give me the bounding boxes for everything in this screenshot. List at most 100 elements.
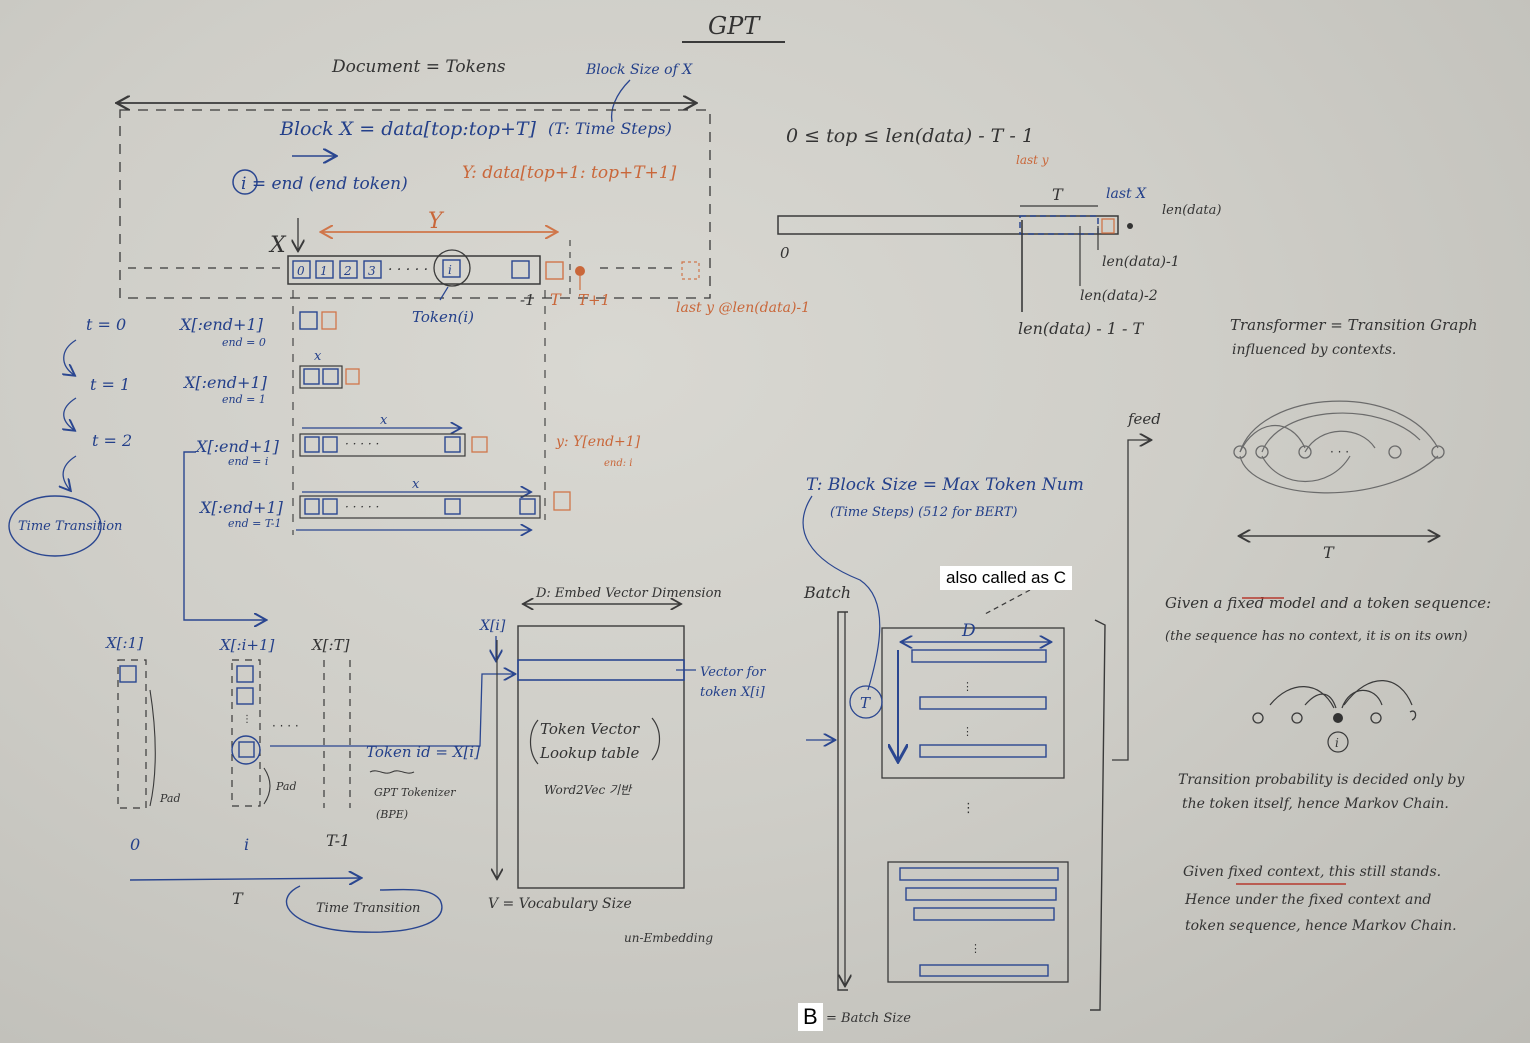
feed-label: feed bbox=[1127, 410, 1161, 428]
batch-sample-bottom bbox=[887, 861, 1069, 983]
data-bar-start-label: 0 bbox=[780, 244, 790, 262]
token-1-box bbox=[315, 260, 334, 279]
row-i-end-label: end = i bbox=[228, 455, 268, 468]
svg-text:· · ·: · · · bbox=[1330, 445, 1349, 459]
token-T-box bbox=[545, 261, 564, 280]
no-context-text: (the sequence has no context, it is on i… bbox=[1165, 629, 1468, 644]
token-1-label: 1 bbox=[320, 264, 328, 278]
row-T-target-token bbox=[553, 491, 571, 511]
row-i-ellipsis: · · · · · bbox=[345, 437, 379, 451]
top-range-constraint: 0 ≤ top ≤ len(data) - T - 1 bbox=[786, 125, 1034, 147]
row-to-column-connector bbox=[183, 451, 265, 620]
last-x-label: last X bbox=[1106, 186, 1147, 202]
column-0-frame bbox=[117, 659, 147, 809]
column-index-T-minus-1: T-1 bbox=[326, 831, 350, 850]
len-data-minus-1-minus-T-label: len(data) - 1 - T bbox=[1018, 319, 1144, 338]
row-i-slice-label: X[:end+1] bbox=[194, 437, 280, 456]
also-called-pointer bbox=[984, 589, 1031, 615]
batch-row-2 bbox=[919, 696, 1047, 710]
token-i-caption-pointer bbox=[439, 286, 449, 301]
vocabulary-size-label: V = Vocabulary Size bbox=[488, 896, 632, 912]
block-size-definition: T: Block Size = Max Token Num bbox=[806, 475, 1084, 495]
embed-dimension-label: D: Embed Vector Dimension bbox=[535, 586, 722, 601]
column-x-i-plus-1-label: X[:i+1] bbox=[219, 636, 274, 654]
end-i-note: end: i bbox=[604, 458, 633, 469]
end-token-definition: i = end (end token) bbox=[241, 174, 408, 194]
index-minus-1-label: -1 bbox=[520, 291, 535, 309]
column-i-highlight-circle bbox=[231, 735, 261, 765]
markov-chain-sketch bbox=[1252, 680, 1417, 753]
time-step-1-label: t = 1 bbox=[90, 375, 130, 394]
end-token-circle bbox=[232, 169, 258, 195]
token-3-label: 3 bbox=[368, 264, 376, 278]
batch-D-label: D bbox=[961, 621, 976, 641]
row-i-token-1 bbox=[322, 436, 338, 453]
column-x-1-label: X[:1] bbox=[105, 634, 143, 652]
column-x-T-label: X[:T] bbox=[311, 636, 350, 654]
time-transition-bubble bbox=[8, 495, 102, 557]
column-i-pad-brace bbox=[263, 767, 271, 805]
token-i-label: i bbox=[448, 263, 452, 277]
batch-bottom-row-2 bbox=[905, 887, 1057, 901]
embedding-selected-row bbox=[517, 659, 685, 681]
block-size-pointer bbox=[802, 495, 881, 691]
token-ellipsis: · · · · · bbox=[388, 262, 428, 278]
row-T-ellipsis: · · · · · bbox=[345, 500, 379, 514]
token-0-box bbox=[292, 260, 311, 279]
row-0-slice-label: X[:end+1] bbox=[178, 315, 264, 334]
row-i-target-token bbox=[471, 436, 488, 453]
vector-for-label: Vector for bbox=[700, 665, 766, 680]
lookup-table-line-1: Token Vector bbox=[540, 720, 640, 738]
column-index-0: 0 bbox=[130, 835, 140, 854]
data-bar-last-y-cell bbox=[1101, 218, 1115, 234]
token-id-label: Token id = X[i] bbox=[366, 743, 480, 761]
row-T-last-token bbox=[519, 498, 536, 515]
batch-bottom-row-1 bbox=[899, 867, 1059, 881]
diagram-title: GPT bbox=[708, 12, 761, 40]
column-i-token-i bbox=[238, 741, 255, 758]
y-sequence-label: Y bbox=[428, 209, 445, 234]
batch-samples-dots: ⋮ bbox=[962, 801, 975, 816]
row-1-target-token bbox=[345, 368, 360, 385]
index-T-plus-1-label: T+1 bbox=[578, 291, 610, 309]
feed-arrow bbox=[1112, 440, 1150, 761]
also-called-as-c-label: also called as C bbox=[940, 566, 1073, 590]
token-2-box bbox=[339, 260, 358, 279]
fixed-model-text: Given a fixed model and a token sequence… bbox=[1165, 594, 1491, 612]
column-i-dots: ⋮ bbox=[242, 714, 252, 725]
gpt-tokenizer-label: GPT Tokenizer bbox=[374, 786, 456, 799]
row-1-frame bbox=[299, 365, 343, 389]
token-id-lookup-arrow bbox=[270, 674, 514, 747]
embedding-table bbox=[517, 625, 685, 889]
time-steps-note: (T: Time Steps) bbox=[548, 119, 672, 138]
column-i-pad-label: Pad bbox=[275, 780, 297, 793]
token-T-plus-1-dot bbox=[575, 266, 585, 276]
x-i-input-label: X[i] bbox=[479, 618, 506, 634]
y-end-note: y: Y[end+1] bbox=[555, 434, 641, 450]
row-T-token-1 bbox=[322, 498, 338, 515]
bottom-T-label: T bbox=[232, 889, 244, 908]
batch-T-label: T bbox=[860, 694, 871, 712]
index-T-label: T bbox=[550, 290, 562, 309]
row-0-token-0 bbox=[299, 311, 318, 330]
row-0-end-label: end = 0 bbox=[222, 336, 266, 349]
data-bar-end-dot bbox=[1127, 223, 1133, 229]
token-last-x-box bbox=[511, 260, 530, 279]
batch-left-bracket bbox=[837, 611, 848, 991]
unembedding-label: un-Embedding bbox=[624, 931, 713, 945]
column-i-token-0 bbox=[236, 665, 254, 683]
lookup-left-paren bbox=[529, 719, 539, 765]
fixed-context-line-2: Hence under the fixed context and bbox=[1184, 892, 1431, 908]
graph-T-label: T bbox=[1323, 543, 1335, 562]
columns-between-dots: · · · · bbox=[272, 719, 299, 733]
time-transition-bottom-label: Time Transition bbox=[316, 901, 420, 916]
row-T-frame bbox=[299, 495, 541, 519]
influenced-by-contexts: influenced by contexts. bbox=[1232, 342, 1396, 358]
batch-bottom-row-3 bbox=[913, 907, 1055, 921]
row-1-x-label: x bbox=[314, 349, 322, 364]
len-data-label: len(data) bbox=[1162, 203, 1221, 218]
transition-probability-line-1: Transition probability is decided only b… bbox=[1178, 772, 1465, 788]
token-i-box bbox=[442, 259, 461, 278]
word2vec-label: Word2Vec 기반 bbox=[544, 783, 633, 797]
